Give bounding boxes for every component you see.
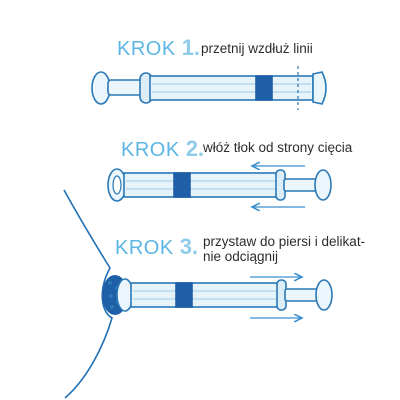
syringe-1-dark-band [255, 75, 273, 101]
step-2-heading: KROK 2. [121, 136, 204, 162]
syringe-2-dark-band [173, 172, 191, 198]
step-1-number: 1. [181, 35, 201, 60]
syringe-3-dark-band [175, 282, 193, 308]
syringe-2 [107, 168, 332, 202]
step-2-text: włóż tłok od strony cięcia [203, 140, 353, 155]
step-3-arrows [250, 277, 302, 318]
step-3-text-line-2: nie odciągnij [203, 249, 279, 264]
step-3-text-line-1: przystaw do piersi i delikat- [203, 234, 366, 249]
syringe-3 [116, 278, 333, 312]
syringe-2-plunger-cap [314, 169, 332, 201]
syringe-3-plunger-cap [315, 279, 333, 311]
syringe-1-plunger-rod [107, 79, 145, 96]
step-3-heading: KROK 3. [115, 234, 198, 260]
syringe-1-nozzle [312, 71, 327, 105]
step-2-arrows [252, 166, 305, 207]
step-2-word: KROK [121, 139, 180, 161]
syringe-2-barrel [123, 172, 281, 198]
step-3-number: 3. [179, 234, 199, 259]
step-3-word: KROK [115, 237, 174, 259]
step-1-word: KROK [117, 38, 176, 60]
syringe-1-barrel [149, 75, 314, 101]
syringe-3-plunger-rod [284, 288, 320, 302]
syringe-1 [91, 66, 327, 110]
step-3-text: przystaw do piersi i delikat- nie odciąg… [203, 234, 365, 264]
syringe-3-barrel [130, 282, 282, 308]
step-1-text: przetnij wzdłuż linii [201, 41, 313, 56]
syringe-2-plunger-rod [283, 178, 319, 192]
step-2-number: 2. [185, 136, 205, 161]
step-1-heading: KROK 1. [117, 35, 200, 61]
